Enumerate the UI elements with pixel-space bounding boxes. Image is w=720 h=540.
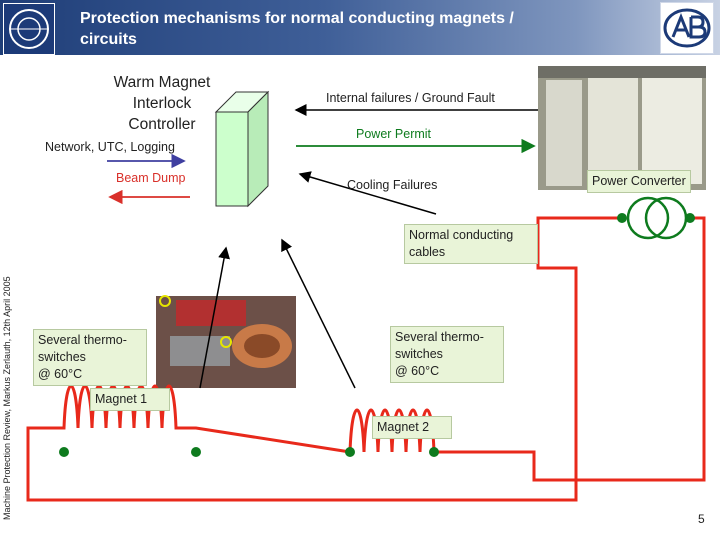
node — [429, 447, 439, 457]
transformer-coil-right — [644, 196, 688, 240]
thermo-switches-left: Several thermo- switches @ 60°C — [33, 329, 147, 386]
ab-logo — [660, 2, 714, 54]
magnet-2-label: Magnet 2 — [372, 416, 452, 439]
circuit-loop — [26, 216, 706, 502]
node — [685, 213, 695, 223]
thermo-right-arrow — [281, 238, 356, 389]
cooling-failures-label: Cooling Failures — [347, 178, 438, 192]
power-converter-photo — [538, 66, 706, 190]
node — [617, 213, 627, 223]
power-permit-label: Power Permit — [356, 127, 432, 141]
power-converter-label: Power Converter — [587, 170, 691, 193]
network-label: Network, UTC, Logging — [45, 140, 175, 154]
slide-header: Protection mechanisms for normal conduct… — [0, 0, 720, 55]
thermo-switches-right: Several thermo- switches @ 60°C — [390, 326, 504, 383]
node — [191, 447, 201, 457]
cooling-failures-arrow — [298, 171, 437, 215]
beam-dump-label: Beam Dump — [116, 171, 186, 185]
node — [59, 447, 69, 457]
controller-label: Warm Magnet Interlock Controller — [113, 74, 211, 133]
cern-logo — [3, 3, 55, 55]
page-number: 5 — [698, 512, 705, 526]
internal-failures-label: Internal failures / Ground Fault — [326, 91, 495, 105]
magnet-1-label: Magnet 1 — [90, 388, 170, 411]
slide-title: Protection mechanisms for normal conduct… — [80, 10, 514, 48]
node — [345, 447, 355, 457]
thermo-left-arrow — [199, 246, 230, 389]
interlock-controller-cube — [214, 90, 270, 208]
magnet-photo — [156, 295, 296, 388]
transformer-coil-left — [626, 196, 670, 240]
cables-label: Normal conducting cables — [404, 224, 538, 264]
